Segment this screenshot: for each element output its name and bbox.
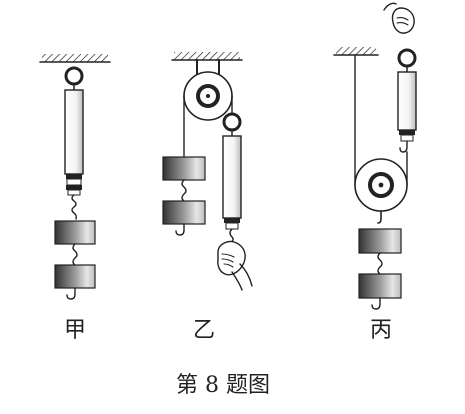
weight-c1 <box>358 228 402 254</box>
ceiling-a <box>42 54 108 62</box>
weight-b1 <box>162 156 206 181</box>
ring-c <box>397 48 417 68</box>
hook-a1 <box>71 194 77 220</box>
spring-scale-b <box>222 135 242 230</box>
setup-a <box>39 54 111 300</box>
label-c: 丙 <box>370 318 392 343</box>
ceiling-b <box>174 52 240 60</box>
ceiling-c <box>336 47 376 55</box>
hand-b <box>217 240 253 291</box>
weight-b2 <box>162 200 206 225</box>
label-a: 甲 <box>64 318 86 343</box>
weight-c2 <box>358 273 402 299</box>
label-b: 乙 <box>193 318 215 343</box>
spring-scale-c <box>397 71 417 142</box>
ring-b <box>222 112 242 132</box>
hand-c <box>383 2 415 34</box>
spring-scale-a <box>64 89 84 196</box>
weight-a2 <box>54 264 96 289</box>
setup-b <box>162 52 253 291</box>
hook-c2 <box>371 297 381 310</box>
figure-caption: 第 8 题图 <box>176 373 270 398</box>
setup-c <box>333 2 417 310</box>
ring-a <box>64 66 84 86</box>
weight-a1 <box>54 220 96 245</box>
hook-a2 <box>66 287 76 300</box>
